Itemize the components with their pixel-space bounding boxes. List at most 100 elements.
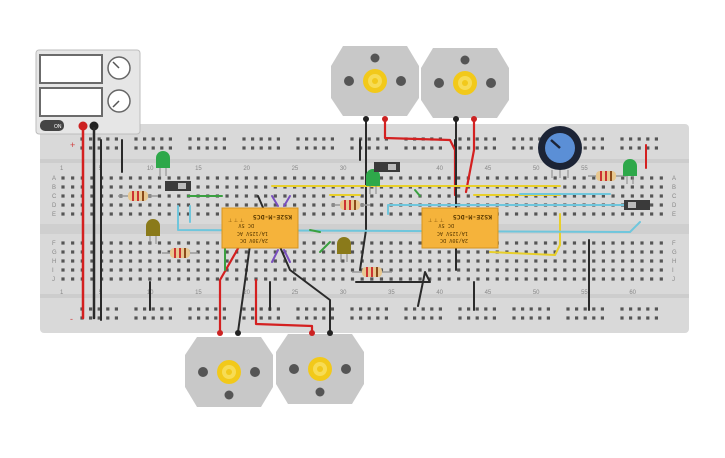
breadboard-hole[interactable]	[138, 259, 142, 263]
breadboard-hole[interactable]	[572, 176, 577, 180]
breadboard-hole[interactable]	[637, 307, 641, 311]
breadboard-hole[interactable]	[235, 176, 239, 180]
breadboard-hole[interactable]	[134, 146, 138, 150]
breadboard-hole[interactable]	[254, 268, 258, 272]
breadboard-hole[interactable]	[630, 241, 634, 245]
breadboard-hole[interactable]	[321, 212, 326, 216]
breadboard-hole[interactable]	[331, 250, 335, 254]
breadboard-hole[interactable]	[379, 203, 384, 207]
breadboard-hole[interactable]	[276, 146, 280, 150]
breadboard-hole[interactable]	[563, 241, 567, 245]
breadboard-hole[interactable]	[437, 268, 441, 272]
breadboard-hole[interactable]	[543, 277, 548, 281]
breadboard-hole[interactable]	[177, 176, 181, 180]
resistor-2[interactable]	[162, 248, 198, 258]
breadboard-hole[interactable]	[428, 250, 432, 254]
breadboard-hole[interactable]	[437, 277, 441, 281]
breadboard-hole[interactable]	[384, 307, 388, 311]
breadboard-hole[interactable]	[71, 212, 75, 216]
breadboard-hole[interactable]	[206, 176, 210, 180]
breadboard-hole[interactable]	[225, 194, 229, 198]
breadboard-hole[interactable]	[206, 250, 210, 254]
breadboard-hole[interactable]	[611, 185, 615, 189]
breadboard-hole[interactable]	[138, 203, 142, 207]
breadboard-hole[interactable]	[119, 277, 123, 281]
breadboard-hole[interactable]	[404, 316, 408, 320]
wire-red-bottom-motor-right[interactable]	[254, 278, 314, 334]
breadboard-hole[interactable]	[235, 277, 239, 281]
breadboard-hole[interactable]	[148, 259, 152, 263]
breadboard-hole[interactable]	[408, 194, 412, 198]
breadboard-hole[interactable]	[572, 277, 577, 281]
breadboard-hole[interactable]	[553, 176, 557, 180]
breadboard-hole[interactable]	[167, 212, 171, 216]
led-green-1[interactable]	[156, 151, 170, 176]
breadboard-hole[interactable]	[119, 268, 123, 272]
breadboard-hole[interactable]	[167, 268, 171, 272]
breadboard-hole[interactable]	[350, 259, 355, 263]
breadboard-hole[interactable]	[421, 307, 425, 311]
breadboard-hole[interactable]	[254, 185, 258, 189]
breadboard-hole[interactable]	[467, 137, 471, 141]
breadboard-hole[interactable]	[538, 137, 542, 141]
breadboard-hole[interactable]	[177, 259, 181, 263]
relay-1[interactable]: KS2E-M-DC5 DC 5V 1A/125V AC 2A/30V DC ⊥ …	[221, 207, 299, 249]
wire-black-bottom-motor-left[interactable]	[237, 244, 251, 333]
breadboard-hole[interactable]	[640, 268, 644, 272]
breadboard-hole[interactable]	[505, 268, 509, 272]
breadboard-hole[interactable]	[592, 259, 596, 263]
breadboard-hole[interactable]	[637, 137, 641, 141]
breadboard-hole[interactable]	[197, 146, 201, 150]
breadboard-hole[interactable]	[167, 194, 171, 198]
breadboard-hole[interactable]	[206, 185, 210, 189]
breadboard-hole[interactable]	[466, 194, 470, 198]
breadboard-hole[interactable]	[650, 176, 654, 180]
power-supply-switch[interactable]	[40, 120, 64, 131]
breadboard-hole[interactable]	[370, 277, 374, 281]
breadboard-hole[interactable]	[534, 277, 538, 281]
breadboard-hole[interactable]	[582, 268, 586, 272]
breadboard-hole[interactable]	[630, 250, 634, 254]
breadboard-hole[interactable]	[341, 268, 345, 272]
breadboard-hole[interactable]	[524, 277, 528, 281]
breadboard-hole[interactable]	[186, 203, 191, 207]
breadboard-hole[interactable]	[521, 146, 525, 150]
breadboard-hole[interactable]	[215, 268, 219, 272]
breadboard-hole[interactable]	[151, 137, 155, 141]
breadboard-hole[interactable]	[302, 259, 306, 263]
wire-green-3[interactable]	[309, 229, 321, 233]
breadboard-hole[interactable]	[293, 259, 297, 263]
relay-2[interactable]: KS2E-M-DC5 DC 5V 1A/125V AC 2A/30V DC ⊥ …	[421, 207, 499, 249]
breadboard-hole[interactable]	[225, 203, 229, 207]
breadboard-hole[interactable]	[475, 316, 479, 320]
breadboard-hole[interactable]	[563, 250, 567, 254]
breadboard-hole[interactable]	[312, 268, 316, 272]
breadboard-hole[interactable]	[157, 194, 162, 198]
breadboard-hole[interactable]	[302, 250, 306, 254]
breadboard-hole[interactable]	[514, 277, 519, 281]
power-supply[interactable]: ON	[35, 49, 141, 135]
breadboard-hole[interactable]	[514, 241, 519, 245]
breadboard-hole[interactable]	[630, 212, 634, 216]
breadboard-hole[interactable]	[196, 241, 200, 245]
breadboard-hole[interactable]	[592, 194, 596, 198]
breadboard-hole[interactable]	[151, 316, 155, 320]
breadboard-hole[interactable]	[61, 194, 65, 198]
breadboard-hole[interactable]	[264, 250, 268, 254]
breadboard-hole[interactable]	[389, 277, 393, 281]
slide-switch-2[interactable]	[374, 162, 400, 172]
breadboard-hole[interactable]	[321, 203, 326, 207]
breadboard-hole[interactable]	[148, 212, 152, 216]
breadboard-hole[interactable]	[430, 316, 434, 320]
breadboard-hole[interactable]	[399, 194, 403, 198]
breadboard-hole[interactable]	[512, 137, 516, 141]
breadboard-hole[interactable]	[215, 185, 219, 189]
breadboard-hole[interactable]	[601, 250, 605, 254]
breadboard-hole[interactable]	[601, 259, 605, 263]
breadboard-hole[interactable]	[447, 250, 451, 254]
breadboard-hole[interactable]	[313, 307, 317, 311]
breadboard-hole[interactable]	[524, 259, 528, 263]
wire-purple-4[interactable]	[283, 249, 291, 263]
breadboard-hole[interactable]	[151, 307, 155, 311]
